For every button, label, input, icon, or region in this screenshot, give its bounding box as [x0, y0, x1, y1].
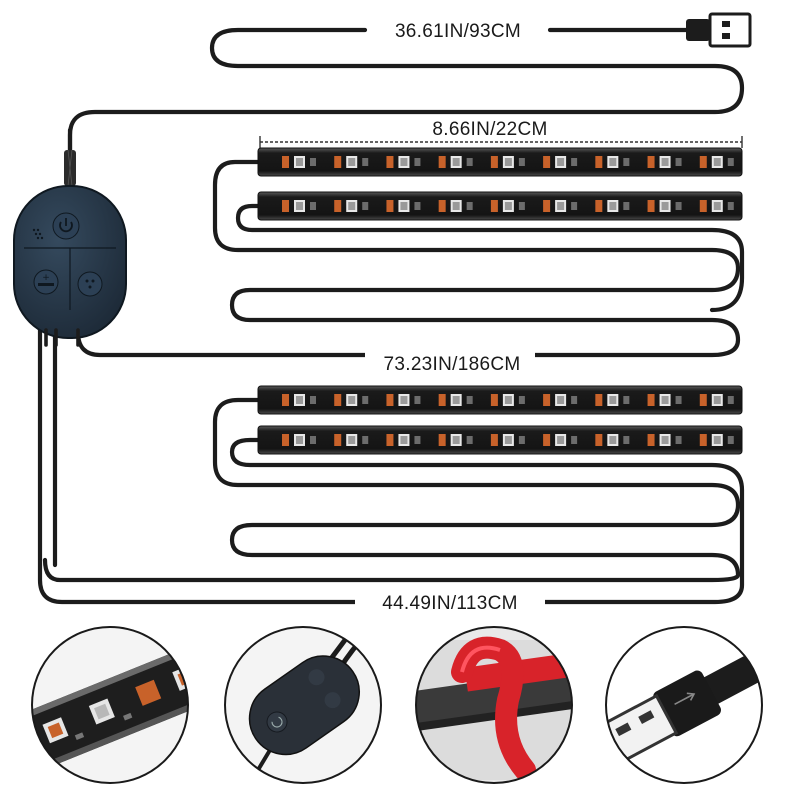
led-chip [438, 394, 473, 406]
led-chip [543, 200, 578, 212]
led-chip [282, 394, 316, 406]
led-chip [386, 200, 421, 212]
upper-strip-cable [75, 159, 745, 358]
lower-strip-cable [37, 327, 745, 605]
led-chip [282, 434, 316, 446]
led-chip [647, 156, 682, 168]
led-chip [595, 394, 630, 406]
led-strip-3 [257, 385, 743, 415]
led-strip-4 [257, 425, 743, 455]
led-chip [386, 156, 421, 168]
led-chip [595, 156, 630, 168]
led-chip [647, 394, 682, 406]
microphone-icon [32, 228, 44, 240]
led-chip [699, 434, 734, 446]
led-chip [282, 156, 316, 168]
controller: + [13, 127, 127, 347]
usb-cable-length-label: 36.61IN/93CM [395, 21, 521, 42]
led-strip-1 [257, 147, 743, 177]
led-chip [490, 394, 525, 406]
thumbnail-adhesive-tape [415, 626, 573, 784]
led-chip [438, 200, 473, 212]
led-chip [386, 434, 421, 446]
led-chip [490, 434, 525, 446]
led-chip [543, 156, 578, 168]
led-chip [438, 156, 473, 168]
led-chip [647, 434, 682, 446]
led-chip [543, 434, 578, 446]
svg-text:+: + [42, 273, 50, 283]
led-chip [334, 434, 369, 446]
strip-length-label: 8.66IN/22CM [432, 119, 547, 140]
led-chip [386, 394, 421, 406]
thumbnail-usb-plug [605, 626, 763, 784]
power-icon[interactable] [52, 212, 80, 240]
led-chip [699, 394, 734, 406]
led-chip [438, 434, 473, 446]
usb-plug-icon [686, 12, 752, 48]
led-chip [699, 156, 734, 168]
led-chip [595, 200, 630, 212]
usb-cable [67, 12, 752, 183]
mode-icon[interactable] [77, 271, 103, 297]
led-chip [490, 156, 525, 168]
long-cable-length-label: 73.23IN/186CM [384, 354, 521, 375]
strip-length-ruler [259, 136, 743, 148]
led-chip [282, 200, 316, 212]
led-chip [647, 200, 682, 212]
led-chip [490, 200, 525, 212]
short-cable-length-label: 44.49IN/113CM [382, 593, 518, 614]
led-chip [595, 434, 630, 446]
thumbnail-controller [224, 626, 382, 784]
brightness-icon[interactable]: + [33, 269, 59, 295]
led-chip [543, 394, 578, 406]
led-chip [334, 200, 369, 212]
led-strip-2 [257, 191, 743, 221]
led-strips [257, 147, 743, 455]
led-chip [334, 156, 369, 168]
led-chip [334, 394, 369, 406]
led-chip [699, 200, 734, 212]
thumbnail-led-strip [31, 626, 189, 784]
